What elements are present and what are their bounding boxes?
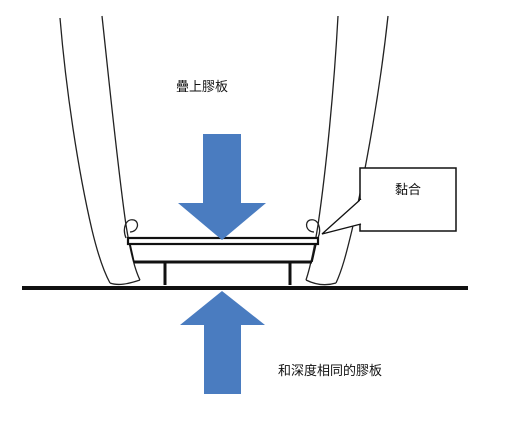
left-side-edge [129,243,135,263]
left-finger-outline [59,17,111,284]
same-depth-board-label: 和深度相同的膠板 [278,364,383,379]
down-arrow [178,134,266,240]
callout-box [359,167,457,232]
left-edge-curl [123,219,139,239]
up-arrow [180,291,265,394]
callout-pointer [321,198,362,235]
left-fingertip [109,279,141,286]
right-finger-outline [335,15,389,284]
right-fingertip [305,279,337,286]
right-edge-curl [305,219,321,239]
bonding-label: 黏合 [395,183,422,198]
stacked-board-label: 疊上膠板 [176,80,229,95]
right-side-edge [311,243,317,263]
